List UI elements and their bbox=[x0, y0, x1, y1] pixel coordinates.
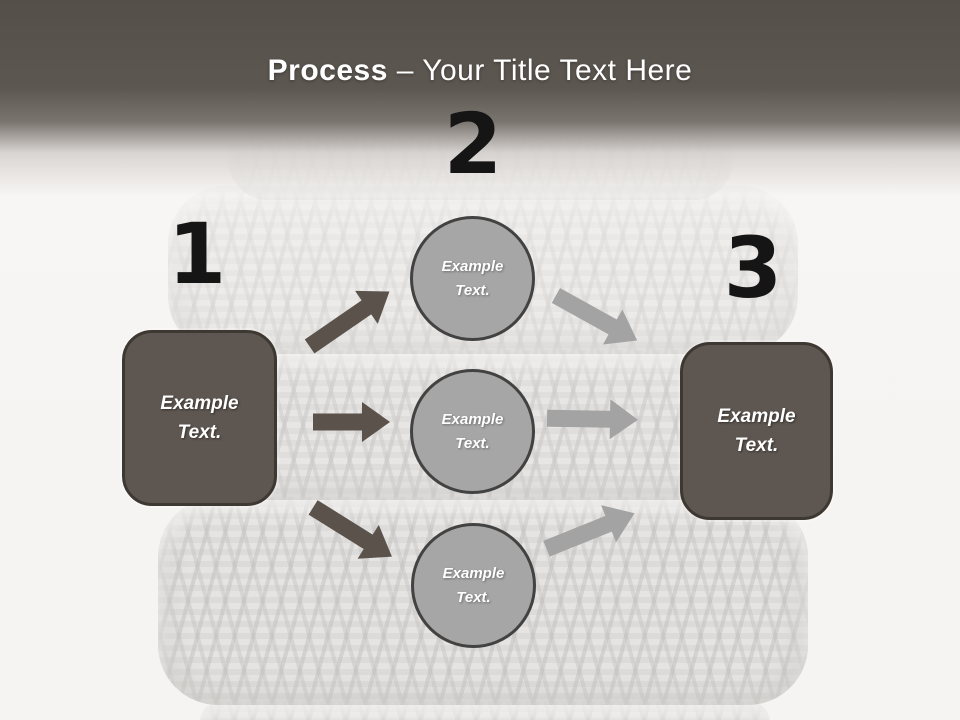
arrow-left-to-circle-1-icon bbox=[298, 275, 401, 363]
arrow-shape bbox=[546, 399, 638, 440]
left-example-box-label: Example Text. bbox=[160, 392, 239, 443]
step-number-2: 2 bbox=[443, 95, 503, 193]
slide-title-text: – Your Title Text Here bbox=[396, 54, 693, 87]
example-circle-3: Example Text. bbox=[411, 523, 536, 648]
slide-title: Process – Your Title Text Here bbox=[0, 54, 960, 88]
example-circle-2: Example Text. bbox=[410, 369, 535, 494]
arrow-shape bbox=[551, 288, 638, 345]
arrow-shape bbox=[543, 505, 635, 557]
right-example-box-label: Example Text. bbox=[717, 405, 796, 456]
arrow-left-to-circle-3-icon bbox=[302, 490, 402, 573]
slide-title-emphasis: Process bbox=[267, 54, 388, 87]
arrow-circle-2-to-right-icon bbox=[546, 398, 639, 440]
arrow-shape bbox=[304, 290, 390, 354]
arrow-left-to-circle-2-icon bbox=[313, 402, 390, 442]
example-circle-2-label: Example Text. bbox=[441, 410, 504, 452]
right-example-box: Example Text. bbox=[680, 342, 833, 520]
arrow-shape bbox=[308, 500, 392, 559]
arrow-shape bbox=[313, 402, 390, 442]
step-number-3: 3 bbox=[723, 219, 783, 317]
tire-image bbox=[158, 497, 808, 705]
arrow-circle-1-to-right-icon bbox=[546, 278, 647, 358]
tire-image bbox=[200, 702, 770, 720]
example-circle-1-label: Example Text. bbox=[441, 257, 504, 299]
example-circle-3-label: Example Text. bbox=[442, 564, 505, 606]
step-number-1: 1 bbox=[167, 205, 227, 303]
arrow-circle-3-to-right-icon bbox=[539, 495, 642, 568]
example-circle-1: Example Text. bbox=[410, 216, 535, 341]
left-example-box: Example Text. bbox=[122, 330, 277, 506]
